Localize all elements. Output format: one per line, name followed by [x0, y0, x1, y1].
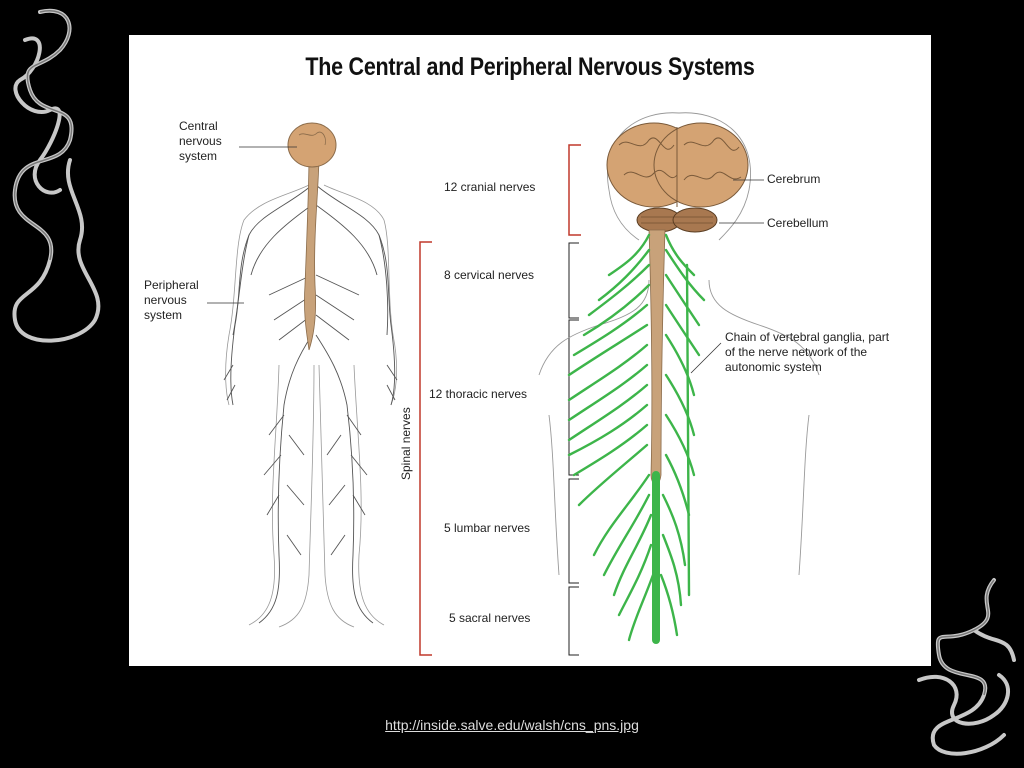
label-peripheral-nervous-system: Peripheral nervous system	[144, 278, 199, 323]
spinal-bracket	[420, 242, 432, 655]
cerebrum-shape	[607, 123, 748, 207]
vertebra-brackets	[569, 243, 579, 655]
source-url-link[interactable]: http://inside.salve.edu/walsh/cns_pns.jp…	[0, 717, 1024, 733]
label-cerebellum: Cerebellum	[767, 216, 828, 231]
label-central-nervous-system: Central nervous system	[179, 119, 222, 164]
diagram-panel: The Central and Peripheral Nervous Syste…	[129, 35, 931, 666]
label-thoracic-nerves: 12 thoracic nerves	[429, 387, 527, 402]
diagram-title: The Central and Peripheral Nervous Syste…	[185, 53, 875, 82]
label-cervical-nerves: 8 cervical nerves	[444, 268, 534, 283]
label-vertebral-ganglia: Chain of vertebral ganglia, part of the …	[725, 330, 889, 375]
green-spinal-nerves	[569, 235, 704, 640]
wire-decoration-top-left	[0, 0, 120, 360]
central-nervous-system	[288, 123, 336, 350]
label-sacral-nerves: 5 sacral nerves	[449, 611, 530, 626]
cranial-bracket	[569, 145, 581, 235]
label-cerebrum: Cerebrum	[767, 172, 820, 187]
label-lumbar-nerves: 5 lumbar nerves	[444, 521, 530, 536]
cerebellum-shape	[637, 208, 717, 232]
label-spinal-nerves: Spinal nerves	[399, 407, 413, 480]
label-cranial-nerves: 12 cranial nerves	[444, 180, 535, 195]
